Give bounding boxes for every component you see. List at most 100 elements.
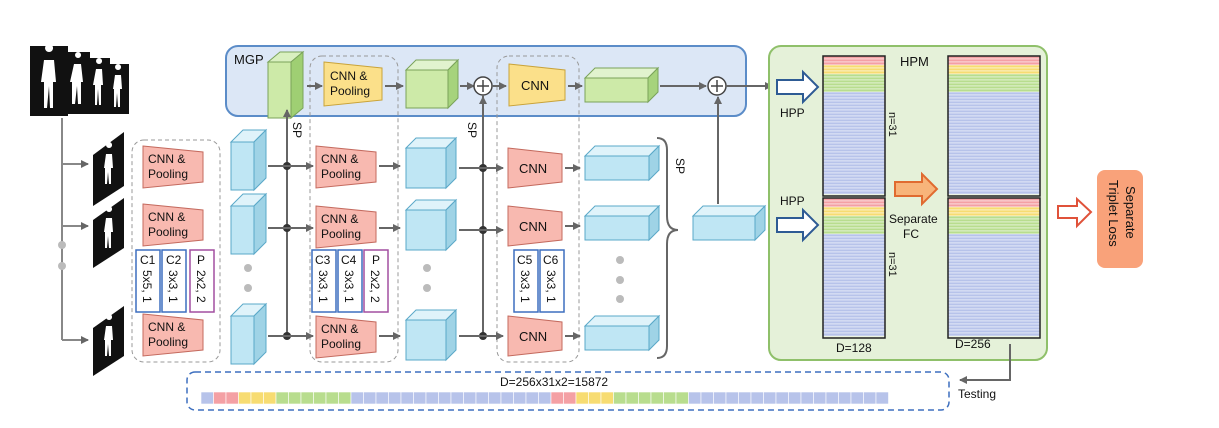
feature-segment xyxy=(825,391,839,405)
part-strip xyxy=(822,133,886,138)
part-strip xyxy=(822,88,886,93)
part-strip xyxy=(947,209,1041,214)
svg-text:CNN &: CNN & xyxy=(321,322,358,336)
ellipsis-dot xyxy=(58,262,66,270)
part-strip xyxy=(822,314,886,319)
part-strip xyxy=(822,239,886,244)
feature-segment xyxy=(563,391,577,405)
part-strip xyxy=(947,145,1041,150)
part-strip xyxy=(947,58,1041,63)
part-strip xyxy=(822,109,886,114)
part-strip xyxy=(947,130,1041,135)
feature-segment xyxy=(338,391,352,405)
part-strip xyxy=(947,320,1041,325)
part-strip xyxy=(947,224,1041,229)
svg-text:C6: C6 xyxy=(543,253,559,267)
cnn-pooling-block: CNN & Pooling xyxy=(142,145,204,189)
part-strip xyxy=(822,154,886,159)
feature-segment xyxy=(388,391,402,405)
part-strip xyxy=(822,121,886,126)
part-strip xyxy=(947,314,1041,319)
feature-segment xyxy=(775,391,789,405)
svg-text:CNN &: CNN & xyxy=(148,152,185,166)
svg-text:CNN &: CNN & xyxy=(321,212,358,226)
part-strip xyxy=(947,281,1041,286)
strip-column-border xyxy=(947,55,1041,197)
part-strip xyxy=(822,230,886,235)
part-strip xyxy=(947,121,1041,126)
svg-text:Triplet Loss: Triplet Loss xyxy=(1106,180,1121,247)
part-strip xyxy=(947,302,1041,307)
part-strip xyxy=(947,181,1041,186)
part-strip xyxy=(822,209,886,214)
part-strip xyxy=(947,127,1041,132)
part-strip xyxy=(947,299,1041,304)
part-strip xyxy=(822,326,886,331)
part-strip xyxy=(822,254,886,259)
part-strip xyxy=(822,61,886,66)
part-strip xyxy=(947,94,1041,99)
part-strip xyxy=(822,64,886,69)
cnn-block: CNN xyxy=(507,147,563,189)
separate-triplet-loss-box xyxy=(1097,170,1143,268)
mgp-dashed-group-1 xyxy=(309,55,399,363)
cnn-pooling-block: CNN & Pooling xyxy=(142,313,204,357)
set-pooled-feature-cube xyxy=(691,204,767,242)
part-strip xyxy=(822,299,886,304)
part-strip xyxy=(822,76,886,81)
svg-text:CNN: CNN xyxy=(519,329,547,344)
part-strip xyxy=(822,227,886,232)
part-strip xyxy=(822,275,886,280)
part-feature-strips-256 xyxy=(947,55,1041,339)
cnn-pooling-block: CNN & Pooling xyxy=(315,315,377,359)
ellipsis-dot xyxy=(616,276,624,284)
part-strip xyxy=(947,329,1041,334)
strip-column-border xyxy=(822,55,886,197)
part-strip xyxy=(947,305,1041,310)
part-strip xyxy=(947,275,1041,280)
part-strip xyxy=(822,305,886,310)
part-strip xyxy=(822,190,886,195)
cnn-pooling-block: CNN & Pooling xyxy=(315,145,377,189)
feature-segment xyxy=(600,391,614,405)
svg-text:Pooling: Pooling xyxy=(321,337,361,351)
part-strip xyxy=(822,58,886,63)
feature-segment xyxy=(550,391,564,405)
feature-segment xyxy=(488,391,502,405)
part-strip xyxy=(822,124,886,129)
hpp-label: HPP xyxy=(780,194,805,208)
part-strip xyxy=(822,287,886,292)
part-strip xyxy=(947,206,1041,211)
part-strip xyxy=(822,130,886,135)
part-strip xyxy=(947,215,1041,220)
part-strip xyxy=(822,311,886,316)
feature-cube xyxy=(229,302,268,366)
part-strip xyxy=(947,85,1041,90)
part-strip xyxy=(947,290,1041,295)
feature-segment xyxy=(800,391,814,405)
part-strip xyxy=(947,103,1041,108)
ellipsis-dot xyxy=(423,264,431,272)
part-strip xyxy=(947,296,1041,301)
part-strip xyxy=(947,100,1041,105)
feature-segment xyxy=(375,391,389,405)
svg-text:Pooling: Pooling xyxy=(148,167,188,181)
part-strip xyxy=(947,142,1041,147)
hpp-label: HPP xyxy=(780,106,805,120)
part-strip xyxy=(822,115,886,120)
part-strip xyxy=(822,163,886,168)
sp-label: SP xyxy=(673,158,687,174)
mgp-title: MGP xyxy=(234,52,264,67)
part-strip xyxy=(947,160,1041,165)
part-strip xyxy=(822,200,886,205)
part-strip xyxy=(822,251,886,256)
silhouette-frame-1 xyxy=(93,132,124,206)
svg-text:CNN &: CNN & xyxy=(321,152,358,166)
svg-text:C4: C4 xyxy=(341,253,357,267)
part-strip xyxy=(947,67,1041,72)
hpp-arrow-icon xyxy=(776,69,820,105)
part-strip xyxy=(947,230,1041,235)
part-strip xyxy=(822,82,886,87)
svg-text:P: P xyxy=(372,253,380,267)
